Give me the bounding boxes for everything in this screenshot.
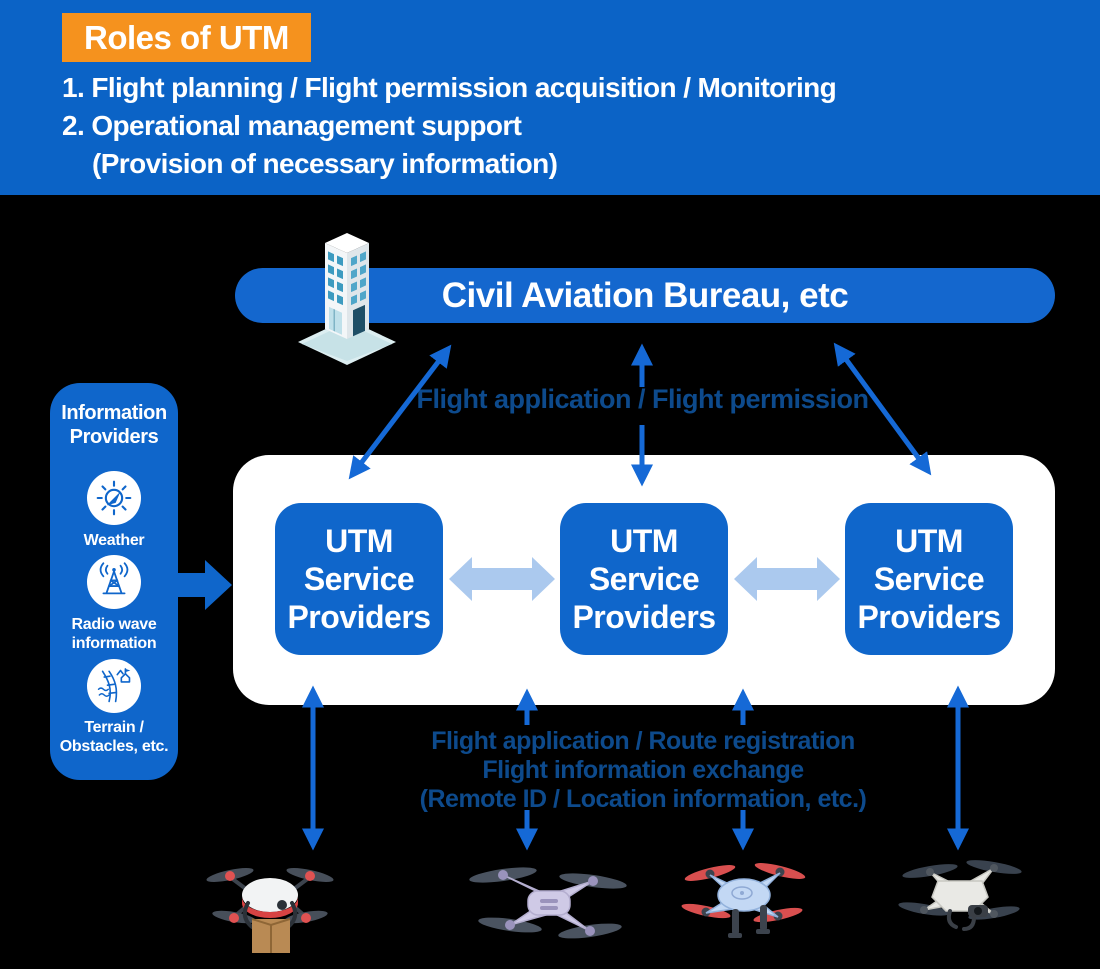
delivery-drone-icon: [206, 868, 334, 953]
header-role-2-note: (Provision of necessary information): [92, 148, 558, 179]
radio-wave-label: Radio wave information: [71, 616, 157, 652]
bottom-flow-line-3: (Remote ID / Location information, etc.): [419, 785, 867, 813]
header-badge: Roles of UTM: [62, 13, 311, 62]
bottom-flow-label: Flight application / Route registration …: [343, 727, 943, 814]
information-providers-panel: Information Providers Weather: [50, 383, 178, 780]
header-role-2: 2. Operational management support: [62, 110, 522, 141]
blue-red-quadcopter-icon: [681, 863, 806, 938]
diagram-canvas: Civil Aviation Bureau, etc: [0, 195, 1100, 969]
utm-service-provider-box-2: UTM Service Providers: [560, 503, 728, 655]
building-windows-right: [351, 251, 366, 337]
government-building-icon: [298, 233, 396, 365]
lavender-quadcopter-icon: [469, 867, 627, 939]
bottom-flow-line-1: Flight application / Route registration: [431, 727, 855, 755]
top-flow-label: Flight application / Flight permission: [416, 384, 869, 414]
arrow-info-providers: [176, 560, 232, 610]
weather-label: Weather: [83, 532, 145, 549]
civil-aviation-bureau-box: Civil Aviation Bureau, etc: [235, 268, 1055, 323]
building-windows-left: [328, 251, 343, 335]
information-providers-title: Information Providers: [61, 402, 167, 448]
header-role-1: 1. Flight planning / Flight permission a…: [62, 72, 837, 103]
utm-service-provider-box-3: UTM Service Providers: [845, 503, 1013, 655]
radio-tower-icon: [87, 555, 141, 609]
civil-aviation-bureau-label: Civil Aviation Bureau, etc: [441, 275, 849, 315]
terrain-icon: [87, 659, 141, 713]
white-quadcopter-icon: [898, 860, 1022, 931]
bottom-flow-line-2: Flight information exchange: [482, 756, 804, 784]
header: Roles of UTM 1. Flight planning / Flight…: [0, 0, 1100, 195]
utm-service-provider-box-1: UTM Service Providers: [275, 503, 443, 655]
weather-icon: [87, 471, 141, 525]
terrain-label: Terrain / Obstacles, etc.: [59, 719, 169, 755]
